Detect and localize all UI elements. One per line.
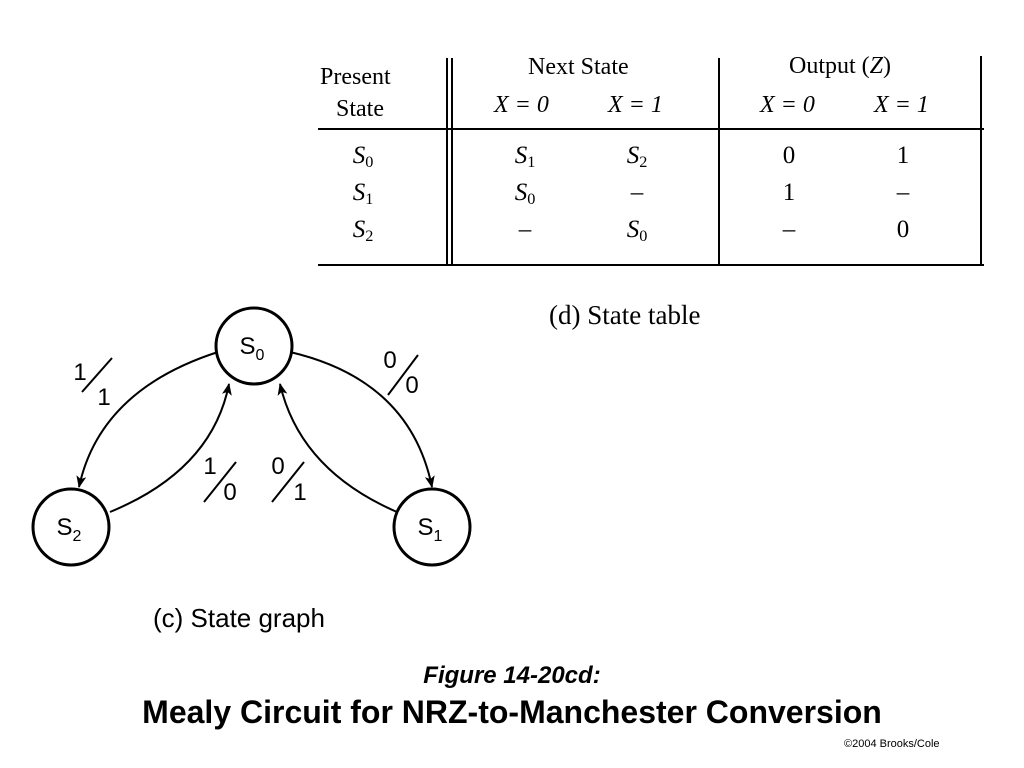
edge-output-label: 0 <box>223 479 236 506</box>
next-x1-header: X = 1 <box>608 92 663 118</box>
out-x0-header: X = 0 <box>760 92 815 118</box>
next-state-header: Next State <box>528 54 629 80</box>
table-cell-next-x0: S1 <box>514 142 536 171</box>
edge-input-label: 1 <box>73 359 86 386</box>
edge-label-slash <box>387 354 419 396</box>
state-node-label: S0 <box>240 333 265 364</box>
table-caption: (d) State table <box>549 300 701 330</box>
output-divider <box>718 58 720 266</box>
edge-label-slash <box>203 461 237 503</box>
table-cell-out-x0: 0 <box>782 142 796 169</box>
table-cell-state: S1 <box>352 179 374 208</box>
out-x1-header: X = 1 <box>874 92 929 118</box>
edge-s0-to-s2 <box>76 351 219 488</box>
table-cell-next-x0: S0 <box>514 179 536 208</box>
graph-caption: (c) State graph <box>153 603 325 633</box>
copyright: ©2004 Brooks/Cole <box>844 738 940 750</box>
table-cell-out-x1: 1 <box>896 142 910 169</box>
output-header: Output (Z) <box>789 53 892 79</box>
state-table: Present State Next State Output (Z) X = … <box>318 53 984 268</box>
table-cell-out-x1: 0 <box>896 216 910 243</box>
table-cell-state: S2 <box>352 216 374 245</box>
edge-s2-to-s0 <box>109 383 232 513</box>
figure-label: Figure 14-20cd: <box>423 662 601 689</box>
table-cell-next-x1: S0 <box>626 216 648 245</box>
table-cell-out-x0: 1 <box>782 179 796 206</box>
state-node-s2 <box>31 487 111 567</box>
edge-s0-to-s1 <box>289 351 435 488</box>
state-node-s0 <box>214 306 294 386</box>
figure-title: Mealy Circuit for NRZ-to-Manchester Conv… <box>142 694 882 730</box>
edge-s1-to-s0 <box>277 383 398 513</box>
right-border <box>980 56 982 264</box>
edge-output-label: 1 <box>293 479 306 506</box>
present-state-header-line1: Present <box>320 64 391 90</box>
edge-output-label: 0 <box>405 372 418 399</box>
state-node-label: S1 <box>418 514 443 545</box>
table-cell-next-x1: – <box>630 179 644 206</box>
double-divider-b <box>451 58 453 266</box>
edge-input-label: 0 <box>271 453 284 480</box>
double-divider-a <box>446 58 448 266</box>
edge-input-label: 0 <box>383 347 396 374</box>
state-node-label: S2 <box>57 514 82 545</box>
edge-output-label: 1 <box>97 384 110 411</box>
table-cell-next-x0: – <box>518 216 532 243</box>
bottom-rule <box>318 264 984 266</box>
edge-input-label: 1 <box>203 453 216 480</box>
next-x0-header: X = 0 <box>494 92 549 118</box>
present-state-header-line2: State <box>336 96 384 122</box>
table-cell-out-x0: – <box>782 216 796 243</box>
state-node-s1 <box>392 487 472 567</box>
edge-label-slash <box>271 461 305 503</box>
edge-label-slash <box>81 357 113 393</box>
table-cell-state: S0 <box>352 142 374 171</box>
table-cell-next-x1: S2 <box>626 142 648 171</box>
graph-edges <box>76 351 435 513</box>
header-rule <box>318 128 984 130</box>
table-cell-out-x1: – <box>896 179 910 206</box>
